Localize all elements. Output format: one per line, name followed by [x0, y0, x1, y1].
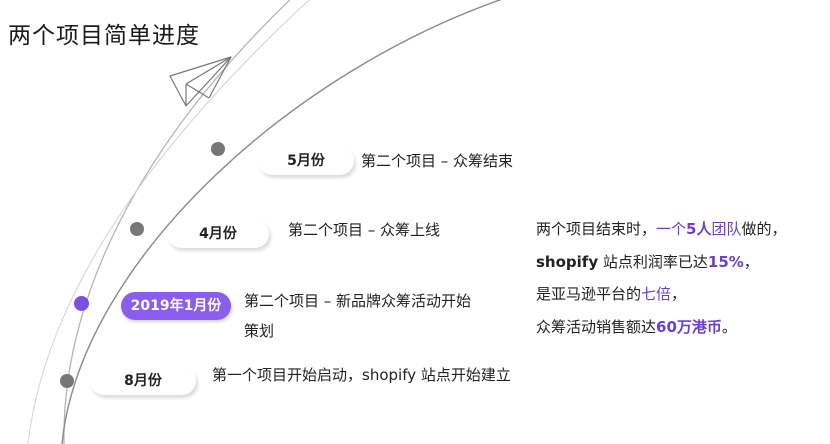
summary-3a: 是亚马逊平台的: [536, 285, 642, 303]
timeline-dot-may: [211, 142, 225, 156]
date-pill-august[interactable]: 8月份: [90, 367, 196, 395]
date-pill-april[interactable]: 4月份: [167, 220, 269, 248]
summary-line-2: shopify 站点利润率已达15%，: [536, 251, 759, 272]
outer-arc: [63, 0, 291, 444]
event-text-august: 第一个项目开始启动，shopify 站点开始建立: [212, 366, 511, 384]
timeline-arc: [61, 0, 502, 444]
summary-1a: 两个项目结束时，: [536, 220, 657, 238]
summary-1c: 5人: [686, 220, 712, 238]
summary-3c: ，: [671, 285, 687, 303]
summary-1b: 一个: [656, 220, 687, 238]
date-pill-may[interactable]: 5月份: [258, 147, 354, 175]
summary-1e: 做的，: [741, 220, 787, 238]
summary-2c: 15%: [707, 253, 744, 271]
event-text-april: 第二个项目 – 众筹上线: [288, 221, 441, 239]
inner-arc: [27, 0, 310, 444]
event-text-jan-2019: 第二个项目 – 新品牌众筹活动开始策划: [244, 292, 472, 340]
event-text-may: 第二个项目 – 众筹结束: [361, 152, 514, 170]
timeline-dot-august: [60, 374, 74, 388]
timeline-dot-april: [130, 222, 144, 236]
summary-line-3: 是亚马逊平台的七倍，: [536, 283, 686, 304]
summary-2d: ，: [743, 253, 759, 271]
summary-4b: 60万港币: [656, 318, 722, 336]
summary-line-1: 两个项目结束时，一个5人团队做的，: [536, 218, 787, 239]
summary-4a: 众筹活动销售额达: [536, 318, 657, 336]
summary-2a: shopify: [536, 253, 599, 271]
summary-3b: 七倍: [641, 285, 672, 303]
page-title: 两个项目简单进度: [8, 23, 200, 49]
summary-2b: 站点利润率已达: [598, 253, 708, 271]
summary-1d: 团队: [711, 220, 742, 238]
paper-plane-icon: [169, 56, 232, 107]
summary-line-4: 众筹活动销售额达60万港币。: [536, 316, 737, 337]
date-pill-jan-2019[interactable]: 2019年1月份: [121, 292, 231, 320]
timeline-dot-jan-2019: [74, 296, 89, 311]
summary-4c: 。: [721, 318, 737, 336]
